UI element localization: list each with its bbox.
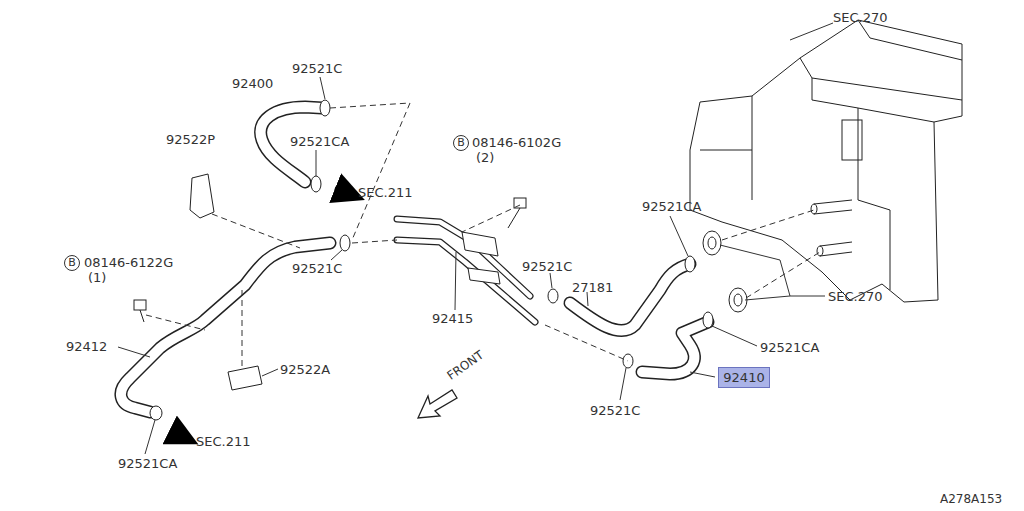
callout-number: 92521CA — [760, 341, 819, 354]
callout-number: 92522A — [280, 363, 330, 376]
callout-number: 92412 — [66, 340, 107, 353]
callout-number: SEC.270 — [828, 290, 883, 303]
callout-number: 92400 — [232, 77, 273, 90]
callout-number: 27181 — [572, 281, 613, 294]
figure-code: A278A153 — [940, 493, 1002, 505]
callout-number: (2) — [476, 151, 494, 164]
callout-number: SEC.270 — [833, 11, 888, 24]
callout-number: SEC.211 — [358, 186, 413, 199]
callout-number: 08146-6102G — [472, 136, 561, 149]
callout-number: 92521CA — [642, 200, 701, 213]
node-text: B — [68, 256, 76, 269]
callout-number: 92521C — [590, 404, 640, 417]
circled-letter: B — [453, 135, 469, 151]
callout-number: 92521CA — [290, 135, 349, 148]
callout-number: 92415 — [432, 312, 473, 325]
node-text: B — [457, 136, 465, 149]
callout-number: 92521CA — [118, 457, 177, 470]
callout-number: 92521C — [522, 260, 572, 273]
callout-number: SEC.211 — [196, 435, 251, 448]
callout-number: (1) — [88, 271, 106, 284]
callout-number: 92521C — [292, 262, 342, 275]
callout-number: 92522P — [166, 133, 215, 146]
callout-number: 92521C — [292, 62, 342, 75]
highlighted-part-number: 92410 — [718, 367, 769, 388]
callout-number: FRONT — [445, 349, 485, 382]
callout-number: 08146-6122G — [84, 256, 173, 269]
node-text: 92410 — [723, 370, 764, 385]
circled-letter: B — [64, 255, 80, 271]
